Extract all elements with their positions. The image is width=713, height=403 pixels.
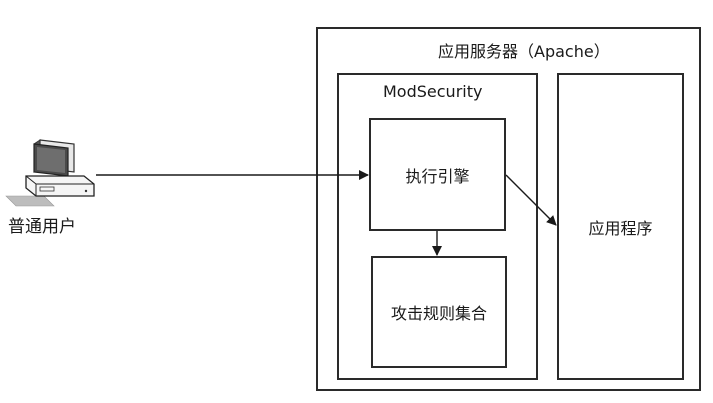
application-box: 应用程序 <box>557 73 684 380</box>
desktop-computer-icon <box>5 139 95 207</box>
attack-rules-label: 攻击规则集合 <box>390 304 487 323</box>
app-server-title: 应用服务器（Apache） <box>438 42 610 61</box>
attack-rules-box: 攻击规则集合 <box>371 256 507 368</box>
execution-engine-box: 执行引擎 <box>369 118 506 231</box>
user-label: 普通用户 <box>8 217 76 237</box>
modsecurity-title: ModSecurity <box>383 82 483 101</box>
execution-engine-label: 执行引擎 <box>405 166 470 186</box>
user-node <box>4 138 96 208</box>
application-label: 应用程序 <box>588 218 653 238</box>
